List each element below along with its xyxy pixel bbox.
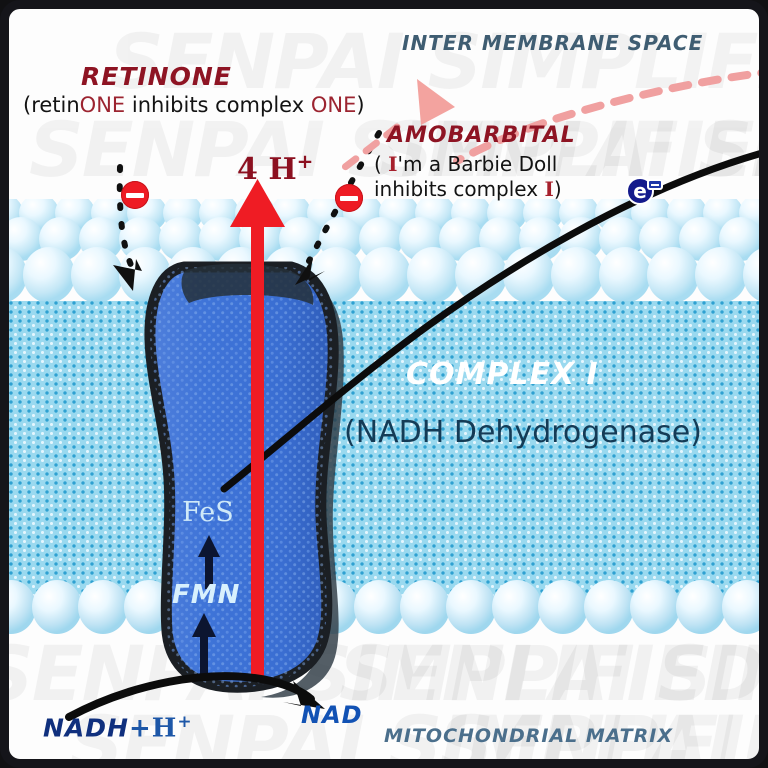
inhibitor-retinone-mnemonic: (retinONE inhibits complex ONE) [23,93,365,117]
complex-enzyme-label: (NADH Dehydrogenase) [344,415,702,450]
amo-l1-post: 'm a Barbie Doll [397,152,558,176]
pink-dashed-pointer [453,69,759,165]
inhibitor-amobarbital-name: AMOBARBITAL [387,123,576,148]
mitochondrial-matrix-label: MITOCHONDRIAL MATRIX [384,725,673,747]
inhibitor-amobarbital-mnemonic: ( I'm a Barbie Doll inhibits complex I) [374,152,562,202]
nadh-proton-text: H [151,713,178,744]
amobarbital-mnemonic-line2: inhibits complex I) [374,177,562,202]
retinone-leader-line [116,164,134,268]
retinone-mnemonic-em1: ONE [79,93,126,117]
electron-badge[interactable]: e [626,177,663,207]
pink-pointer-arrowhead [417,79,455,125]
product-nad-label: NAD [301,701,363,729]
amobarbital-arrowhead [295,257,325,285]
complex-name-label: COMPLEX I [406,357,599,392]
intermembrane-space-label: INTER MEMBRANE SPACE [402,31,704,55]
amo-l2-post: ) [553,177,562,201]
fmn-to-fes-arrow [198,535,220,589]
amo-l2-em: I [544,177,554,201]
amobarbital-mnemonic-line1: ( I'm a Barbie Doll [374,152,562,177]
nadh-plus-sign: + [128,713,152,744]
nadh-to-nad-arrow [65,672,325,721]
membrane-tail-region [9,301,759,601]
inhibition-symbol-amobarbital[interactable] [335,184,363,212]
cofactor-fmn-label: FMN [172,580,241,610]
retinone-mnemonic-pre: (retin [23,93,80,117]
inhibitor-retinone-name: RETINONE [81,62,232,91]
proton-charge: + [296,149,314,173]
nadh-proton-charge: + [177,712,193,732]
retinone-mnemonic-em2: ONE [310,93,357,117]
proton-count-value: 4 H [237,152,297,187]
inhibition-symbol-retinone[interactable] [121,181,149,209]
nadh-text: NADH [43,713,129,743]
electron-charge-minus-icon [647,179,663,190]
proton-pump-arrow[interactable] [230,179,285,679]
cofactor-arrows [192,535,220,675]
amo-l2-pre: inhibits complex [374,177,545,201]
electron-path[interactable] [220,149,768,493]
amo-l1-pre: ( [374,152,389,176]
amo-l1-em: I [388,152,398,176]
complex-i-protein [65,69,768,721]
retinone-mnemonic-post: ) [356,93,365,117]
cofactor-fes-label: FeS [182,497,234,528]
pink-dashed-pointer-lower [341,123,401,171]
proton-count-label: 4 H+ [237,149,313,187]
nadh-to-fmn-arrow [192,613,216,675]
retinone-mnemonic-mid: inhibits complex [125,93,311,117]
retinone-arrowhead [113,259,142,291]
complex-top-rim [181,263,314,305]
substrate-nadh-label: NADH+H+ [43,712,193,743]
